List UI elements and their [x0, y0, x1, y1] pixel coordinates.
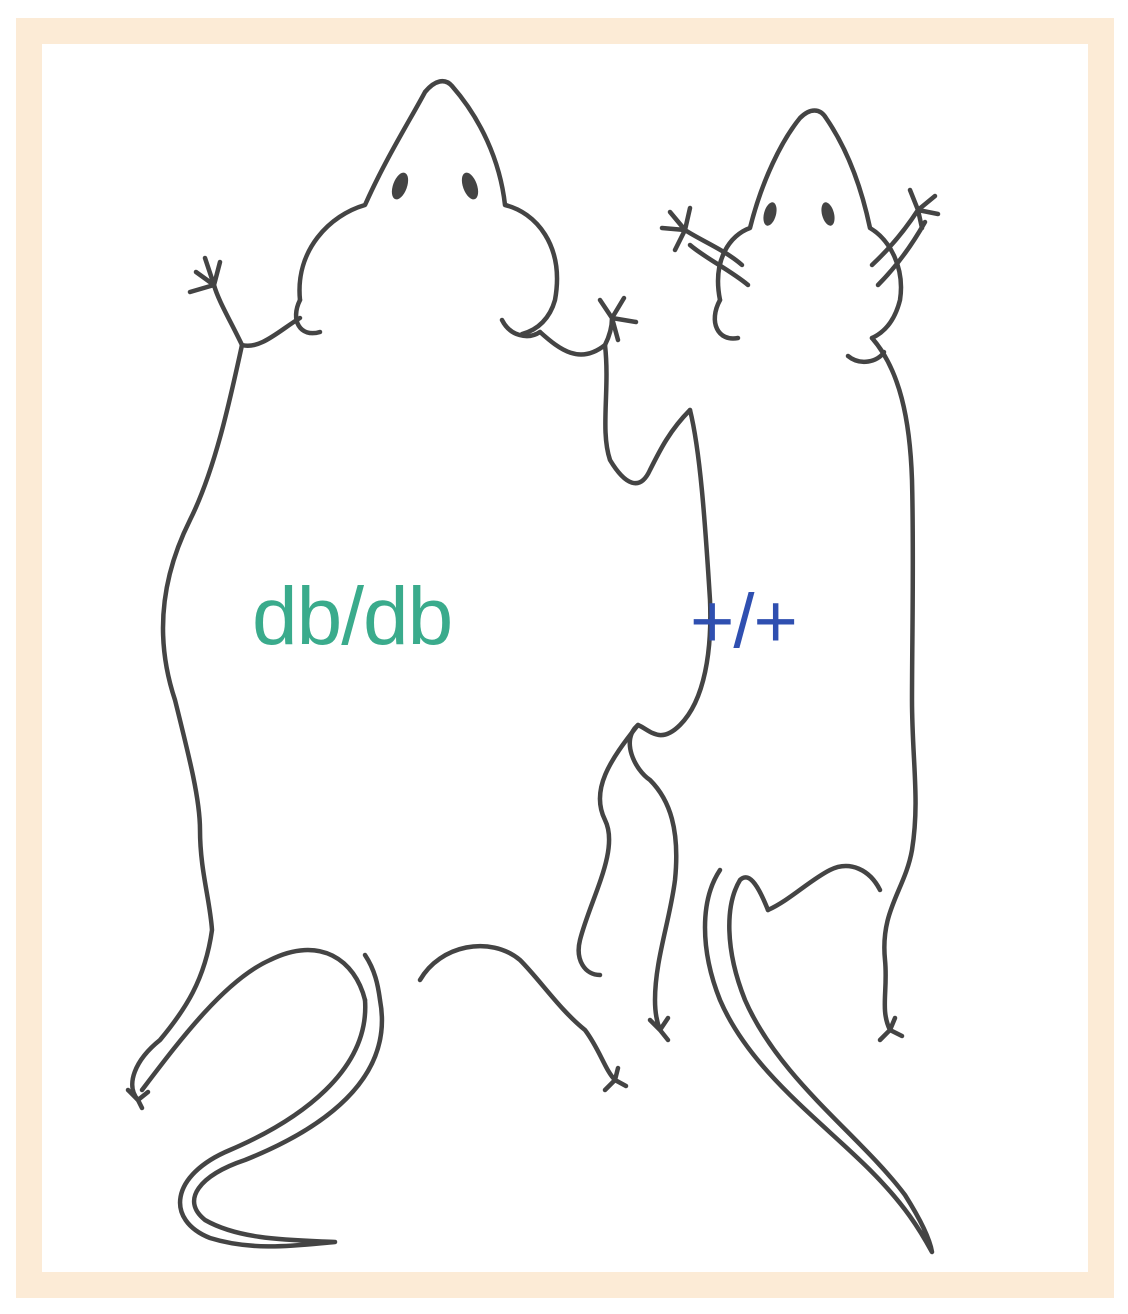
obese-mouse-right-side — [602, 342, 693, 486]
obese-mouse-right-eye — [461, 172, 479, 200]
obese-mouse-left-foot — [125, 1087, 151, 1111]
figure-frame — [16, 18, 1114, 1298]
obese-mouse-outline — [125, 78, 693, 1249]
lean-mouse-left-side — [627, 407, 713, 1043]
lean-mouse-right-cheek — [845, 349, 887, 365]
obese-mouse-left-eye — [391, 172, 409, 200]
lean-mouse-inner-leg — [576, 722, 641, 978]
obese-mouse-left-cheek — [293, 297, 323, 336]
lean-mouse-left-eye — [763, 202, 777, 226]
obese-mouse-right-cheek — [499, 317, 543, 339]
lean-mouse-tail — [702, 867, 935, 1255]
obese-mouse-left-arm — [187, 255, 303, 349]
lean-mouse-left-cheek — [712, 297, 741, 341]
lean-mouse-left-arm — [659, 205, 751, 288]
obese-mouse-head — [297, 78, 560, 337]
genotype-label-db-db: db/db — [252, 571, 453, 662]
lean-mouse-right-arm — [869, 187, 941, 288]
lean-mouse-head — [715, 108, 904, 341]
obese-mouse-left-leg-inner — [139, 947, 368, 1093]
lean-mouse-right-eye — [821, 202, 835, 226]
lean-mouse-right-side — [869, 335, 918, 1043]
genotype-label-wild-type: +/+ — [690, 579, 798, 664]
lean-mouse-outline — [576, 108, 941, 1255]
obese-mouse-tail — [177, 952, 385, 1249]
obese-mouse-left-side — [130, 342, 245, 1103]
obese-mouse-right-hind — [417, 944, 629, 1093]
lean-mouse-right-hind — [765, 863, 883, 913]
